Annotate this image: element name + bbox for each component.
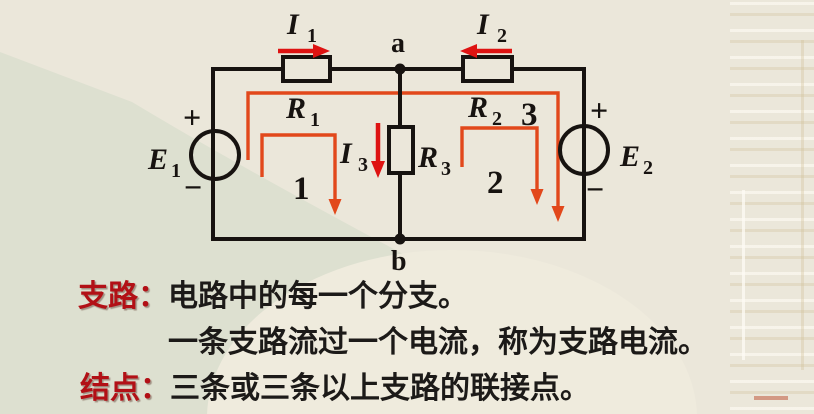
- resistor-r3-label: R: [417, 141, 438, 174]
- current-arrows: [278, 44, 512, 178]
- source-e1-circle: [189, 129, 241, 181]
- source-e2-plus-sign: +: [590, 92, 608, 128]
- loop-3-number: 3: [521, 97, 538, 133]
- node-b-label: b: [391, 246, 407, 277]
- resistor-r2-label: R: [467, 91, 488, 124]
- background-highlight: [207, 250, 697, 414]
- background-texture-strip: [730, 0, 814, 414]
- source-e1-plus-sign: +: [183, 99, 201, 135]
- branch-current-line: 一条支路流过一个电流，称为支路电流。: [168, 327, 708, 359]
- node-term: 结点：: [80, 372, 170, 405]
- resistor-r2-sub: 2: [492, 108, 502, 130]
- loop-1-number: 1: [293, 171, 310, 207]
- source-e2-label: E: [619, 140, 640, 173]
- loop-1-arrowhead-icon: [328, 199, 342, 215]
- loop-3-trace: [246, 91, 560, 208]
- loop-2-number: 2: [487, 165, 504, 201]
- current-i2-label: I: [476, 8, 490, 41]
- current-i3-label: I: [339, 137, 353, 170]
- current-i3-sub: 3: [358, 154, 368, 176]
- resistor-r2-box: [461, 55, 514, 83]
- node-a-dot: [394, 63, 406, 75]
- loop-traces: [246, 91, 565, 222]
- source-e2-circle: [558, 124, 610, 176]
- resistor-r3-box: [387, 125, 415, 175]
- loop-1-trace: [260, 133, 337, 201]
- current-i1-label: I: [286, 8, 300, 41]
- source-e1-minus-sign: −: [184, 169, 202, 205]
- branch-term: 支路：: [78, 280, 168, 313]
- node-b-dot: [394, 233, 406, 245]
- source-e1-sub: 1: [171, 160, 181, 182]
- source-e2-sub: 2: [643, 157, 653, 179]
- branch-current-text: 一条支路流过一个电流，称为支路电流。: [168, 326, 708, 359]
- resistor-r1-label: R: [285, 92, 306, 125]
- current-i2-sub: 2: [497, 25, 507, 47]
- node-definition: 三条或三条以上支路的联接点。: [170, 372, 590, 405]
- resistor-r3-sub: 3: [441, 158, 451, 180]
- resistor-r1-sub: 1: [310, 109, 320, 131]
- loop-2-trace: [460, 126, 539, 191]
- source-e2-minus-sign: −: [586, 171, 604, 207]
- branch-definition-line: 支路：电路中的每一个分支。: [78, 281, 468, 313]
- loop-3-arrowhead-icon: [551, 206, 565, 222]
- current-i1-arrowhead-icon: [313, 44, 330, 58]
- resistor-r1-box: [281, 55, 332, 83]
- current-i2-arrowhead-icon: [460, 44, 477, 58]
- loop-2-arrowhead-icon: [530, 189, 544, 205]
- branch-definition: 电路中的每一个分支。: [168, 280, 468, 313]
- node-a-label: a: [391, 28, 405, 59]
- source-e1-label: E: [147, 143, 168, 176]
- node-definition-line: 结点：三条或三条以上支路的联接点。: [80, 373, 590, 405]
- current-i1-sub: 1: [307, 25, 317, 47]
- current-i3-arrowhead-icon: [371, 161, 385, 178]
- background-red-dash: [754, 396, 788, 400]
